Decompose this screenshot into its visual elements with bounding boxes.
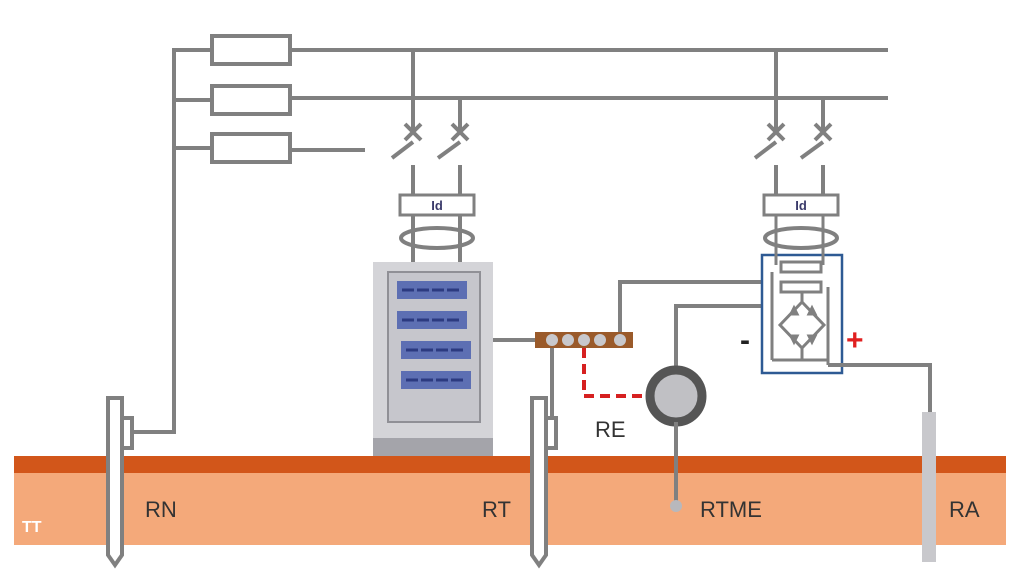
- rt-electrode: [530, 396, 558, 569]
- re-dashed-link: [582, 348, 648, 398]
- rtme-probe: [670, 500, 682, 512]
- transformer-winding-2: [210, 84, 292, 116]
- bridge-plus-sign: +: [846, 324, 864, 357]
- tt-label: TT: [22, 519, 42, 536]
- re-label: RE: [595, 417, 626, 442]
- bridge-to-ra-wire: [828, 363, 932, 412]
- transformer-winding-3: [210, 132, 292, 164]
- transformer-winding-1: [210, 34, 292, 66]
- meter-to-bridge-wire: [674, 304, 772, 368]
- rt-label: RT: [482, 497, 511, 522]
- ra-electrode: [922, 412, 936, 562]
- right-rcd-label: Id: [795, 198, 807, 213]
- left-rcd-label: Id: [431, 198, 443, 213]
- rn-label: RN: [145, 497, 177, 522]
- earth-terminal-bar: [535, 332, 633, 348]
- bridge-minus-sign: -: [740, 324, 750, 357]
- left-disconnector: [390, 122, 470, 195]
- ra-label: RA: [949, 497, 980, 522]
- ground-soil: [14, 473, 1006, 545]
- right-disconnector: [753, 122, 833, 195]
- star-point-wire: [130, 48, 212, 434]
- rtme-label: RTME: [700, 497, 762, 522]
- left-toroid: [399, 226, 475, 250]
- right-rcd-box: [762, 193, 840, 217]
- bar-to-bridge-wire: [618, 280, 781, 332]
- right-toroid: [763, 226, 839, 250]
- rn-electrode: [106, 396, 134, 569]
- left-rcd-box: [398, 193, 476, 217]
- distribution-panel: [373, 262, 493, 456]
- panel-breakers: [397, 281, 471, 389]
- bridge-circuit: [770, 215, 830, 365]
- ground-surface: [14, 456, 1006, 473]
- rtme-meter: [645, 365, 707, 427]
